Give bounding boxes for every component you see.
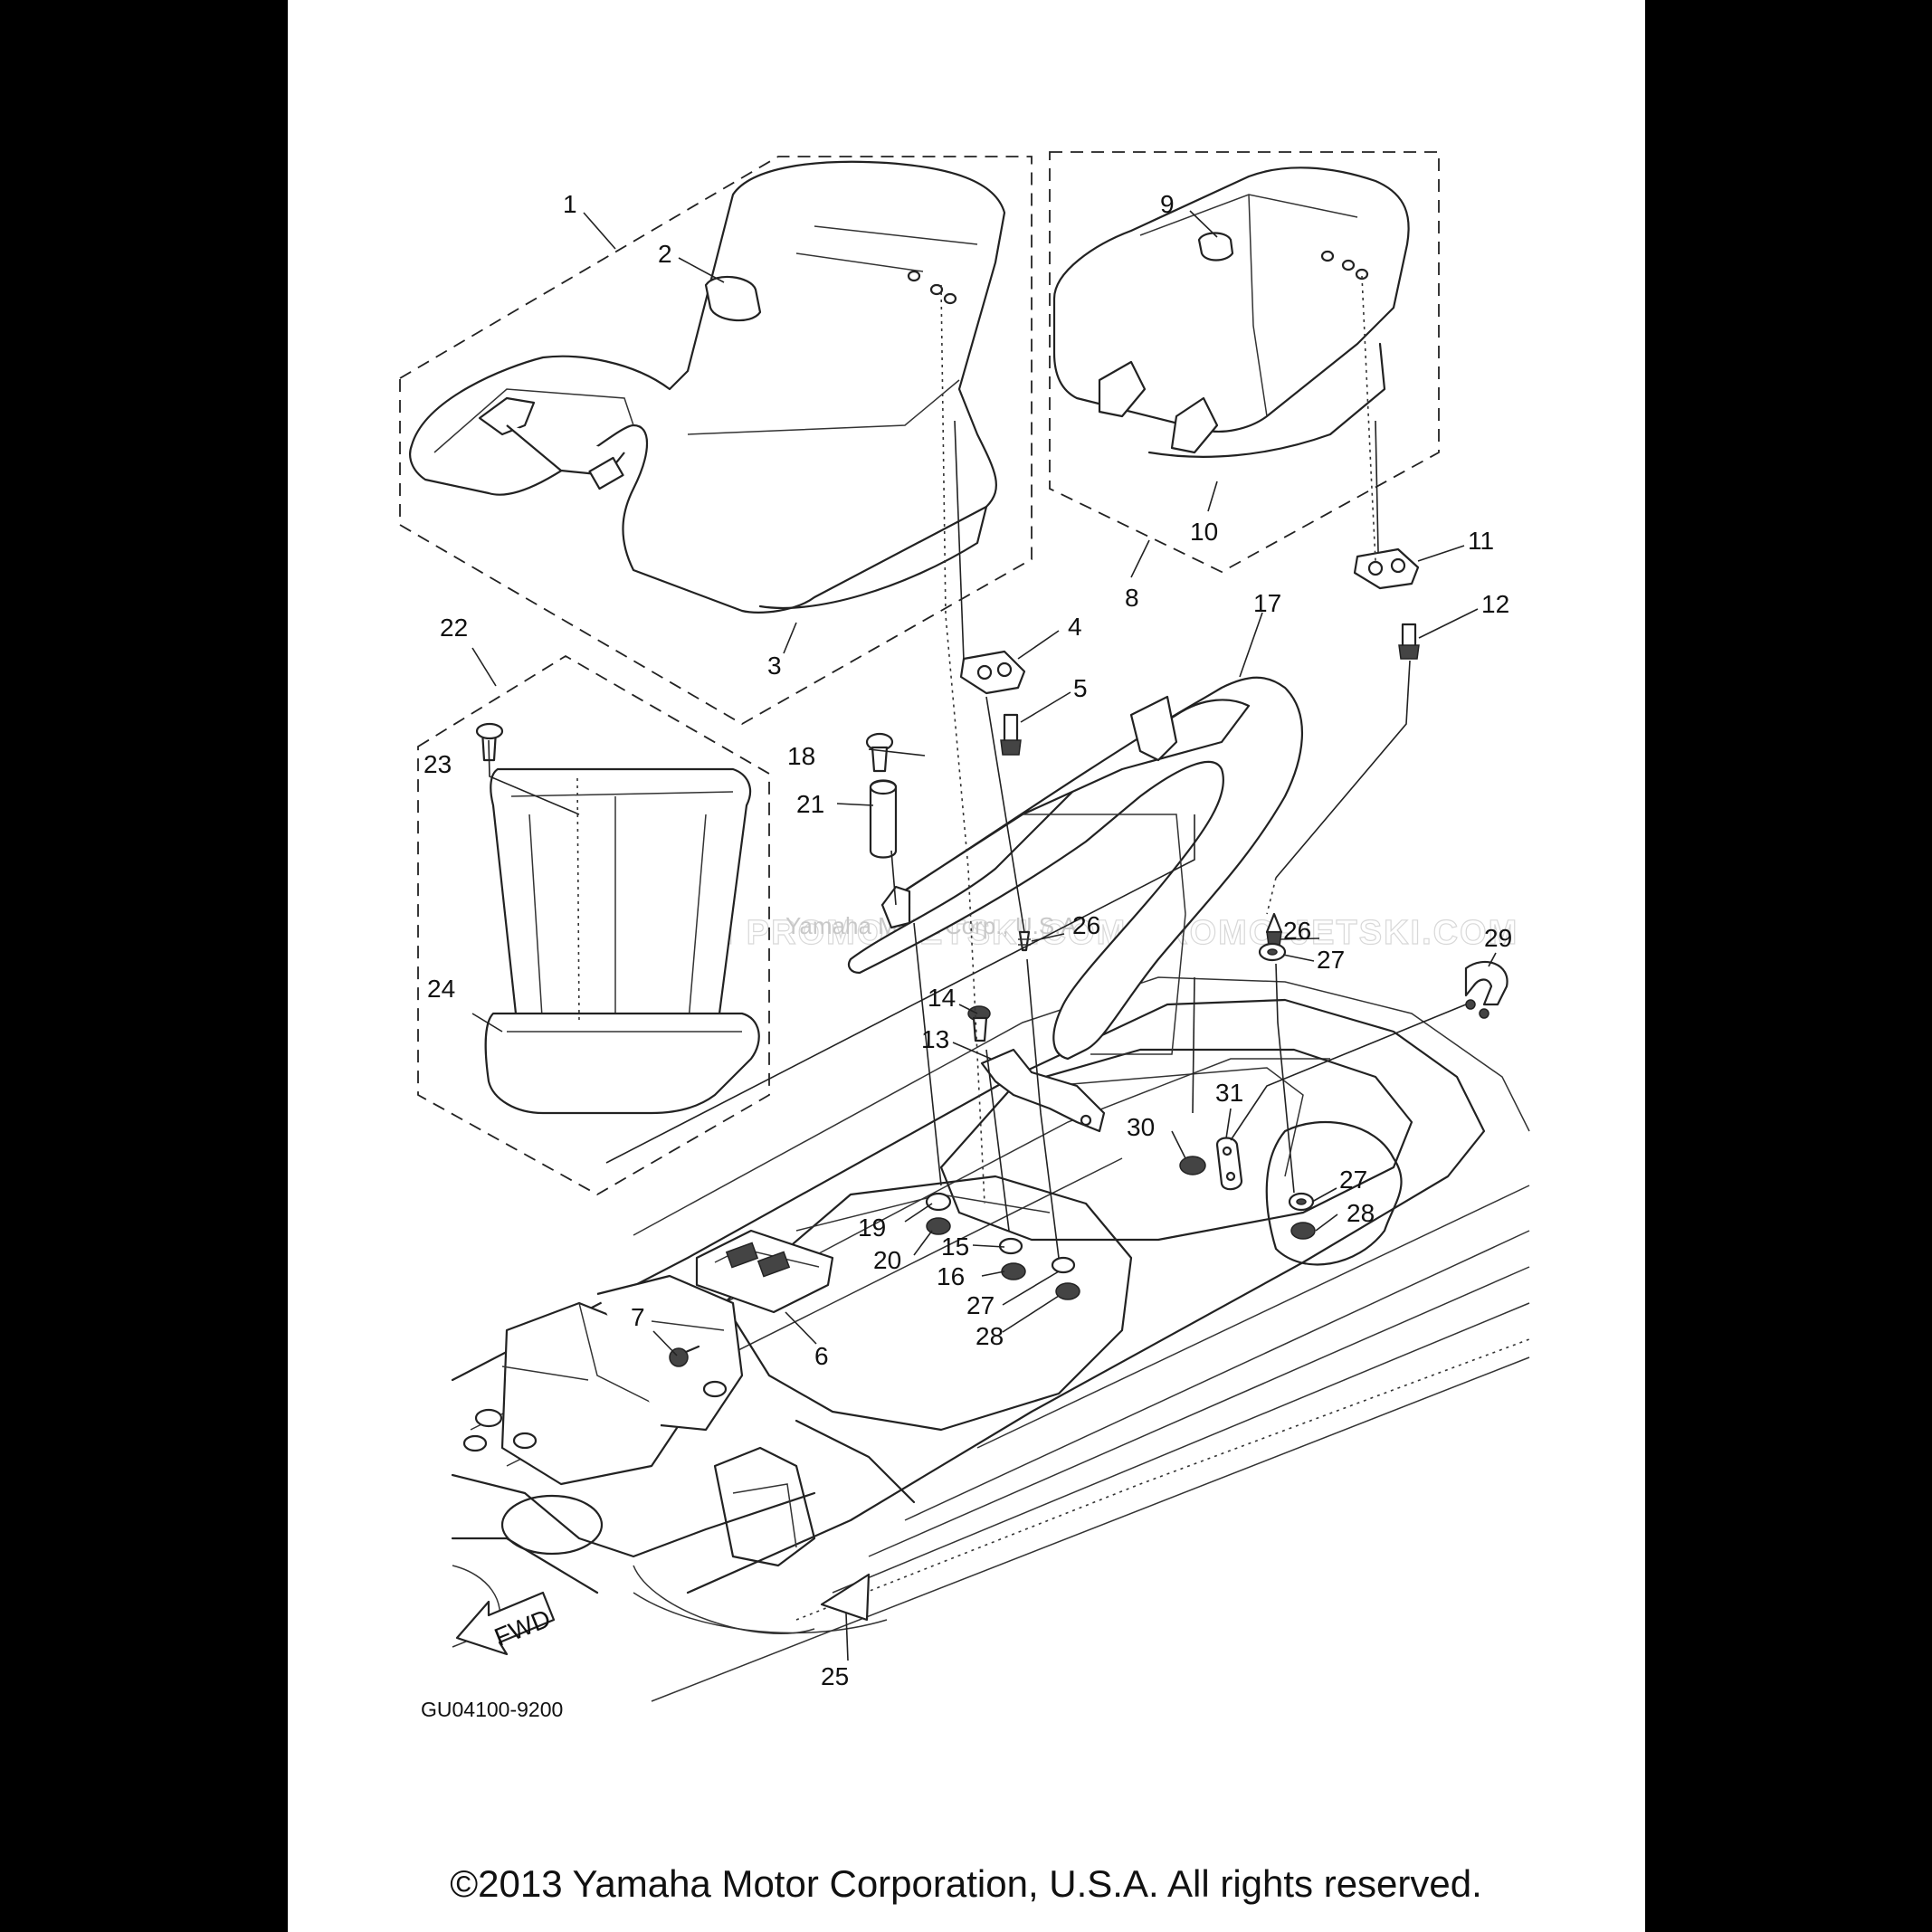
bolt-12 — [1398, 623, 1420, 660]
bolt-5 — [1000, 713, 1022, 756]
callout-26-left: 26 — [1072, 911, 1100, 939]
callout-15: 15 — [941, 1232, 969, 1261]
washer-27-center — [1051, 1256, 1076, 1274]
callout-14: 14 — [928, 984, 956, 1012]
callout-19: 19 — [858, 1213, 886, 1242]
clip-29 — [1464, 960, 1508, 1019]
callout-24: 24 — [427, 975, 455, 1003]
callout-2: 2 — [658, 240, 672, 268]
callout-1: 1 — [563, 190, 577, 218]
washer-19 — [925, 1192, 952, 1212]
pin-26-right — [1265, 912, 1283, 947]
callout-21: 21 — [796, 790, 824, 818]
seat-base-17 — [847, 676, 1303, 1061]
callout-13: 13 — [921, 1025, 949, 1053]
callout-3: 3 — [767, 652, 782, 680]
washer-27-top — [1258, 942, 1287, 962]
callout-20: 20 — [873, 1246, 901, 1274]
bracket-11 — [1353, 547, 1420, 590]
callout-27-top: 27 — [1317, 946, 1345, 974]
washer-15 — [998, 1237, 1023, 1255]
callout-29: 29 — [1484, 924, 1512, 952]
callout-11: 11 — [1468, 527, 1494, 555]
callout-7: 7 — [631, 1303, 645, 1331]
collar-21 — [869, 779, 898, 859]
plate-31 — [1215, 1137, 1243, 1191]
callout-27-right: 27 — [1339, 1166, 1367, 1194]
nut-16 — [1001, 1262, 1026, 1280]
callout-16: 16 — [937, 1262, 965, 1290]
rivet-23 — [475, 722, 504, 740]
callout-leaders — [471, 210, 1497, 1661]
callout-12: 12 — [1481, 590, 1509, 618]
callout-5: 5 — [1073, 674, 1088, 702]
callout-28-center: 28 — [976, 1322, 1004, 1350]
callout-6: 6 — [814, 1342, 829, 1370]
callout-4: 4 — [1068, 613, 1082, 641]
drawing-code: GU04100-9200 — [421, 1698, 563, 1721]
nut-20 — [926, 1217, 951, 1235]
callout-22: 22 — [440, 614, 468, 642]
nut-28-center — [1055, 1282, 1080, 1300]
switch-panel-6 — [695, 1229, 834, 1314]
bracket-4 — [959, 650, 1026, 695]
bolt-14 — [967, 1005, 991, 1042]
callout-labels: 1 2 3 4 5 6 7 8 9 10 11 12 13 14 15 16 1… — [424, 190, 1512, 1690]
callout-30: 30 — [1127, 1113, 1155, 1141]
washer-27-right — [1288, 1192, 1315, 1212]
screw-18 — [865, 732, 894, 773]
callout-8: 8 — [1125, 584, 1139, 612]
fwd-arrow-icon: FWD — [455, 1591, 556, 1656]
nut-30 — [1179, 1156, 1206, 1175]
callout-27-center: 27 — [966, 1291, 995, 1319]
callout-31: 31 — [1215, 1079, 1243, 1107]
callout-10: 10 — [1190, 518, 1218, 546]
nut-28-right — [1290, 1222, 1316, 1240]
callout-18: 18 — [787, 742, 815, 770]
decal-25 — [820, 1573, 871, 1622]
callout-28-right: 28 — [1347, 1199, 1375, 1227]
storage-bin-22 — [417, 654, 770, 1196]
callout-9: 9 — [1160, 190, 1175, 218]
callout-23: 23 — [424, 750, 452, 778]
bracket-13 — [980, 1048, 1106, 1133]
callout-25: 25 — [821, 1662, 849, 1690]
hull-deck — [451, 976, 1530, 1702]
rear-seat-8 — [1049, 151, 1440, 574]
callout-26-right: 26 — [1283, 917, 1311, 945]
copyright-notice: ©2013 Yamaha Motor Corporation, U.S.A. A… — [450, 1862, 1482, 1905]
front-seat-1 — [399, 156, 1033, 726]
callout-17: 17 — [1253, 589, 1281, 617]
